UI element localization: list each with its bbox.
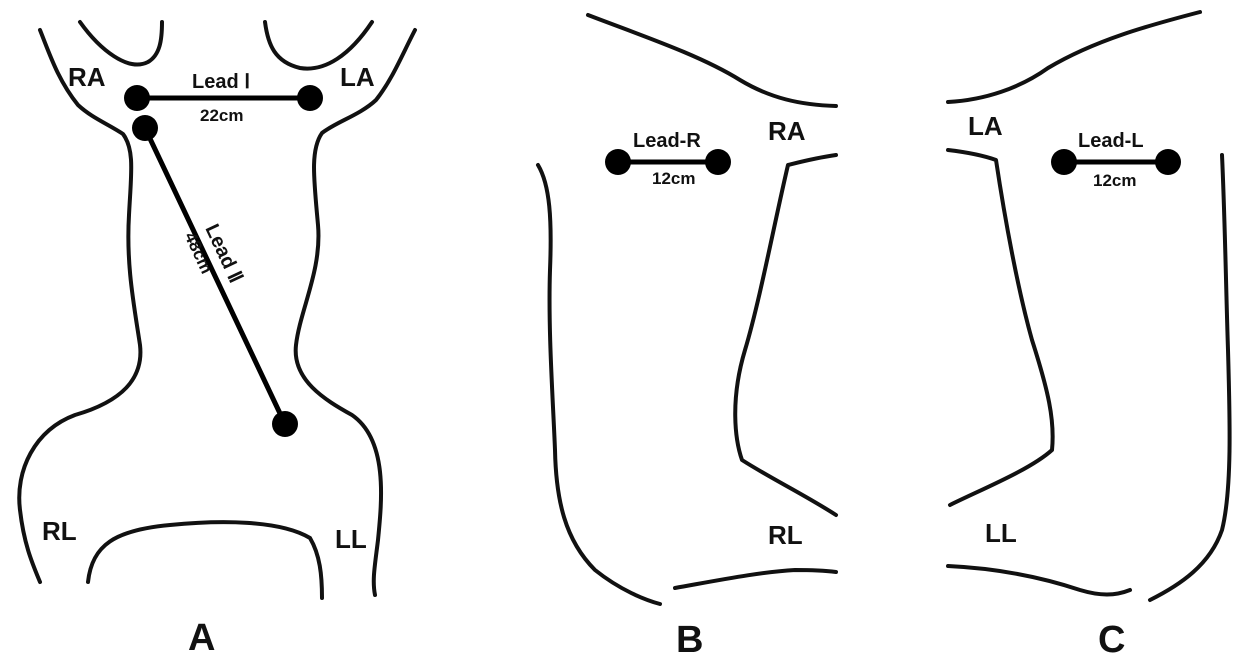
body-outline-b-leg	[735, 155, 836, 515]
lead-1-distance: 22cm	[200, 106, 243, 125]
panel-c: Lead-L 12cm LA LL C	[948, 12, 1230, 661]
electrode-lead-r-left-dot	[605, 149, 631, 175]
body-outline-c-torso	[948, 150, 1053, 505]
panel-label-b: B	[676, 619, 703, 661]
lead-r-distance: 12cm	[652, 169, 695, 188]
body-outline-right-arm	[296, 30, 415, 595]
lead-l-name: Lead-L	[1078, 130, 1144, 152]
body-outline-b-bottom	[675, 570, 836, 588]
electrode-label-rl: RL	[42, 516, 77, 546]
panel-b: Lead-R 12cm RA RL B	[538, 15, 836, 661]
panel-label-a: A	[188, 617, 215, 659]
electrode-label-la: LA	[340, 62, 375, 92]
body-outline-lower-arc	[88, 522, 322, 598]
lead-1-name: Lead Ⅰ	[192, 71, 250, 93]
panel-a: RA LA RL LL Lead Ⅰ 22cm Lead Ⅱ 48cm A	[19, 22, 415, 659]
electrode-label-b-rl: RL	[768, 520, 803, 550]
electrode-label-c-la: LA	[968, 111, 1003, 141]
lead-l-distance: 12cm	[1093, 171, 1136, 190]
electrode-ll-dot	[272, 411, 298, 437]
electrode-label-b-ra: RA	[768, 116, 806, 146]
electrode-lead-l-left-dot	[1051, 149, 1077, 175]
electrode-label-ra: RA	[68, 62, 106, 92]
body-outline-b-top	[588, 15, 836, 106]
electrode-label-c-ll: LL	[985, 518, 1017, 548]
body-outline-c-bottom	[948, 566, 1130, 595]
body-outline-head-left	[80, 22, 162, 64]
electrode-lead-r-right-dot	[705, 149, 731, 175]
electrode-lead-l-right-dot	[1155, 149, 1181, 175]
electrode-ra-dot	[124, 85, 150, 111]
body-outline-c-right	[1150, 155, 1230, 600]
body-outline-c-top	[948, 12, 1200, 102]
body-outline-left-arm	[19, 30, 140, 582]
lead-2-wire	[145, 128, 285, 424]
panel-label-c: C	[1098, 619, 1125, 661]
electrode-label-ll: LL	[335, 524, 367, 554]
lead-r-name: Lead-R	[633, 130, 701, 152]
lead-2-label-group: Lead Ⅱ 48cm	[181, 219, 247, 295]
electrode-ra-lead2-dot	[132, 115, 158, 141]
body-outline-b-left	[538, 165, 660, 604]
electrode-la-dot	[297, 85, 323, 111]
